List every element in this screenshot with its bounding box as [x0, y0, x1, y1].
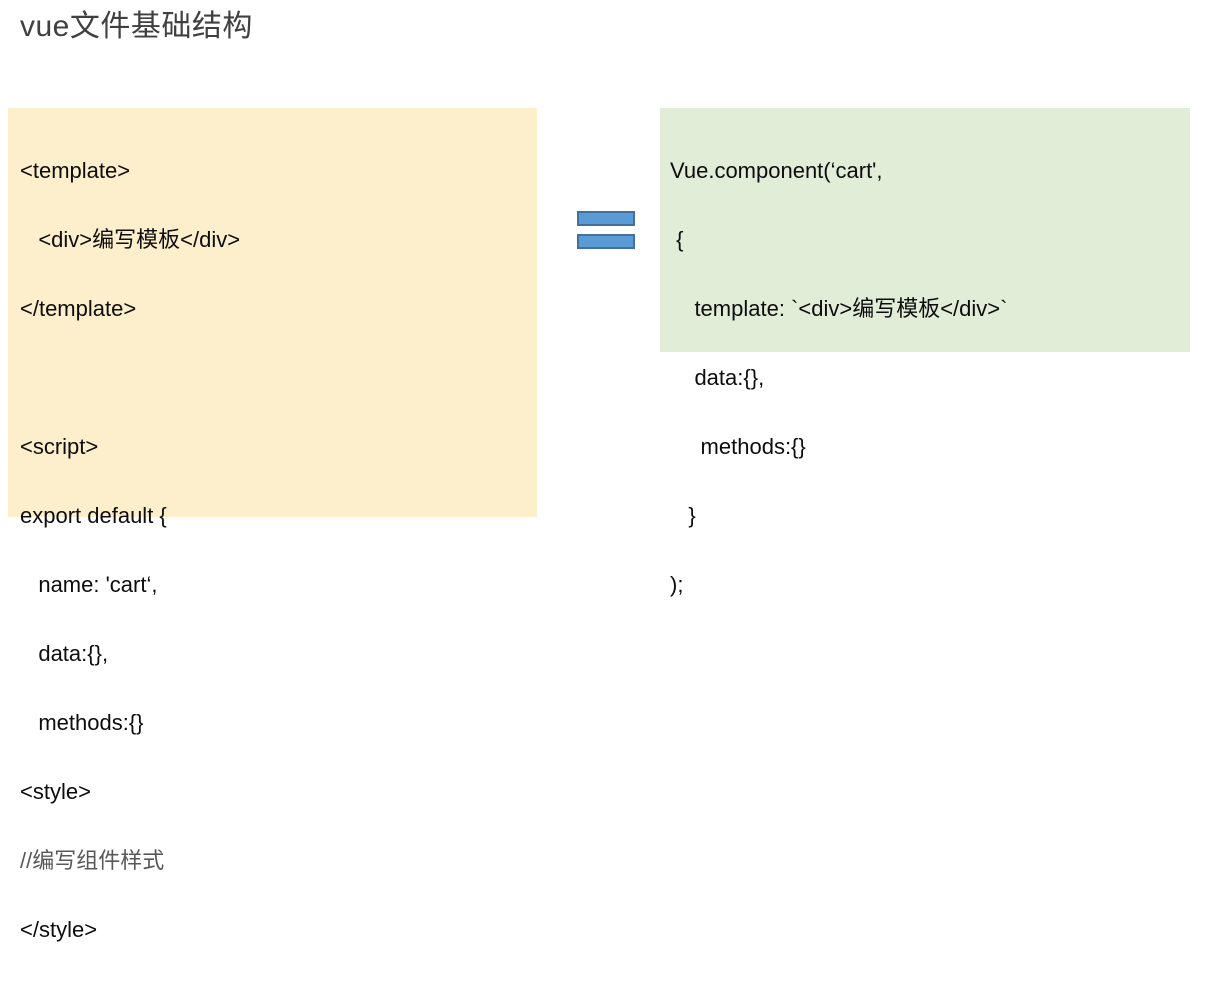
code-line-blank: [20, 361, 537, 394]
code-line: <script>: [20, 434, 99, 459]
global-component-code-box: Vue.component(‘cart', { template: `<div>…: [660, 108, 1190, 597]
code-line: </template>: [20, 296, 137, 321]
code-line: name: 'cart‘,: [20, 572, 158, 597]
code-line: );: [670, 572, 684, 597]
code-line: export default {: [20, 503, 167, 528]
equals-bar-top: [577, 211, 635, 226]
single-file-component-code-box: <template> <div>编写模板</div> </template> <…: [8, 108, 537, 942]
code-line: <style>: [20, 779, 91, 804]
code-line: //编写组件样式: [20, 848, 165, 873]
code-line: <div>编写模板</div>: [20, 227, 241, 252]
code-line: {: [670, 227, 684, 252]
code-line: data:{},: [670, 365, 765, 390]
code-line: methods:{}: [670, 434, 806, 459]
slide-canvas: vue文件基础结构 <template> <div>编写模板</div> </t…: [8, 10, 1190, 942]
code-line: <template>: [20, 158, 131, 183]
code-line: template: `<div>编写模板</div>`: [670, 296, 1008, 321]
code-line: methods:{}: [20, 710, 144, 735]
code-line: }: [670, 503, 696, 528]
code-line: data:{},: [20, 641, 109, 666]
equals-sign-icon: [577, 211, 637, 251]
code-line: </style>: [20, 917, 98, 942]
page-title: vue文件基础结构: [20, 10, 253, 43]
equals-bar-bottom: [577, 234, 635, 249]
code-line: Vue.component(‘cart',: [670, 158, 883, 183]
